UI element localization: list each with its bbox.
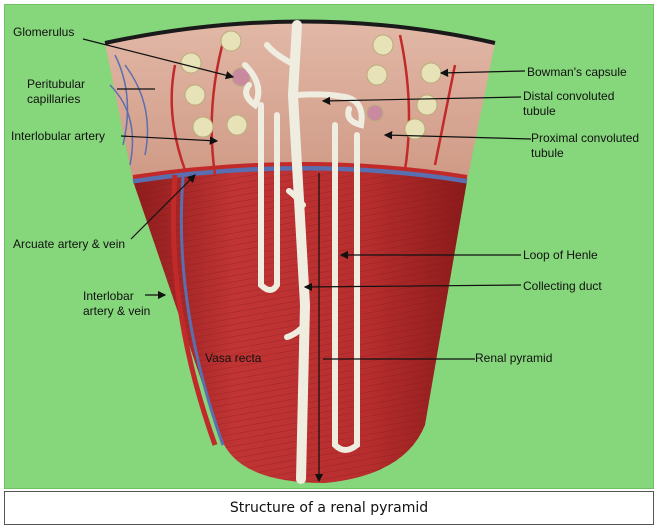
- label-peritubular-capillaries: Peritubular capillaries: [27, 77, 86, 106]
- label-interlobular-artery: Interlobular artery: [11, 129, 106, 143]
- renal-pyramid-illustration: [82, 19, 532, 484]
- label-proximal-convoluted-tubule: Proximal convoluted tubule: [531, 131, 640, 160]
- peritubular-capillaries: [109, 54, 149, 166]
- label-collecting-duct: Collecting duct: [523, 279, 602, 293]
- interlobular-arteries: [170, 34, 457, 176]
- cortex: [105, 21, 495, 181]
- label-arcuate-artery-vein: Arcuate artery & vein: [13, 237, 126, 251]
- arcuate-vessels: [132, 165, 468, 184]
- label-renal-pyramid: Renal pyramid: [475, 351, 553, 365]
- label-loop-of-henle: Loop of Henle: [523, 248, 598, 262]
- label-vasa-recta: Vasa recta: [205, 351, 262, 365]
- interlobar-vessels: [170, 174, 218, 446]
- loops-of-henle: [242, 62, 365, 453]
- label-distal-convoluted-tubule: Distal convoluted tubule: [523, 89, 615, 118]
- label-glomerulus: Glomerulus: [13, 25, 75, 39]
- caption: Structure of a renal pyramid: [229, 500, 429, 516]
- caption-box: Structure of a renal pyramid: [4, 491, 654, 525]
- leader-lines: [82, 38, 532, 483]
- label-interlobar-artery-vein: Interlobar artery & vein: [83, 289, 151, 318]
- bowmans-capsules: [180, 30, 442, 140]
- label-bowmans-capsule: Bowman's capsule: [527, 65, 627, 79]
- renal-pyramid-figure: Glomerulus Peritubular capillaries Inter…: [4, 4, 654, 489]
